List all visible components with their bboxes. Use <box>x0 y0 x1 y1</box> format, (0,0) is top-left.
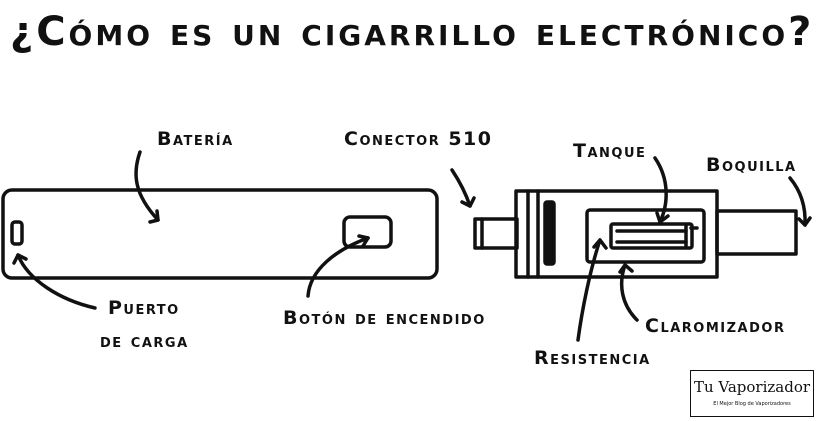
label-boton: Botón de encendido <box>283 307 486 329</box>
arrow-resistencia <box>576 238 608 342</box>
tank-dark-band <box>543 200 556 266</box>
logo-name: Tu Vaporizador <box>693 378 811 396</box>
arrow-claromizador <box>618 263 639 322</box>
arrow-boton <box>306 234 370 298</box>
charging-port <box>10 220 24 246</box>
label-claromizador: Claromizador <box>645 315 786 337</box>
arrow-boquilla <box>788 176 812 227</box>
mouthpiece <box>715 209 798 256</box>
arrow-bateria <box>134 150 160 224</box>
label-puerto-1: Puerto <box>108 297 180 319</box>
logo-tagline: El Mejor Blog de Vaporizadores <box>713 401 791 407</box>
label-bateria: Batería <box>157 128 234 150</box>
arrow-puerto <box>12 253 97 310</box>
arrow-tanque <box>653 156 670 224</box>
battery-body <box>1 188 439 280</box>
arrow-conector <box>450 168 476 208</box>
page-title: ¿Cómo es un cigarrillo electrónico? <box>10 9 815 55</box>
label-tanque: Tanque <box>573 140 647 162</box>
label-resistencia: Resistencia <box>534 347 651 369</box>
resistance-coil <box>609 222 694 250</box>
clearomizer-window <box>585 208 706 264</box>
label-puerto-2: de carga <box>100 330 189 352</box>
label-boquilla: Boquilla <box>706 154 797 176</box>
brand-logo: Tu Vaporizador El Mejor Blog de Vaporiza… <box>690 370 814 417</box>
label-conector: Conector 510 <box>344 128 493 150</box>
power-button <box>342 215 393 249</box>
